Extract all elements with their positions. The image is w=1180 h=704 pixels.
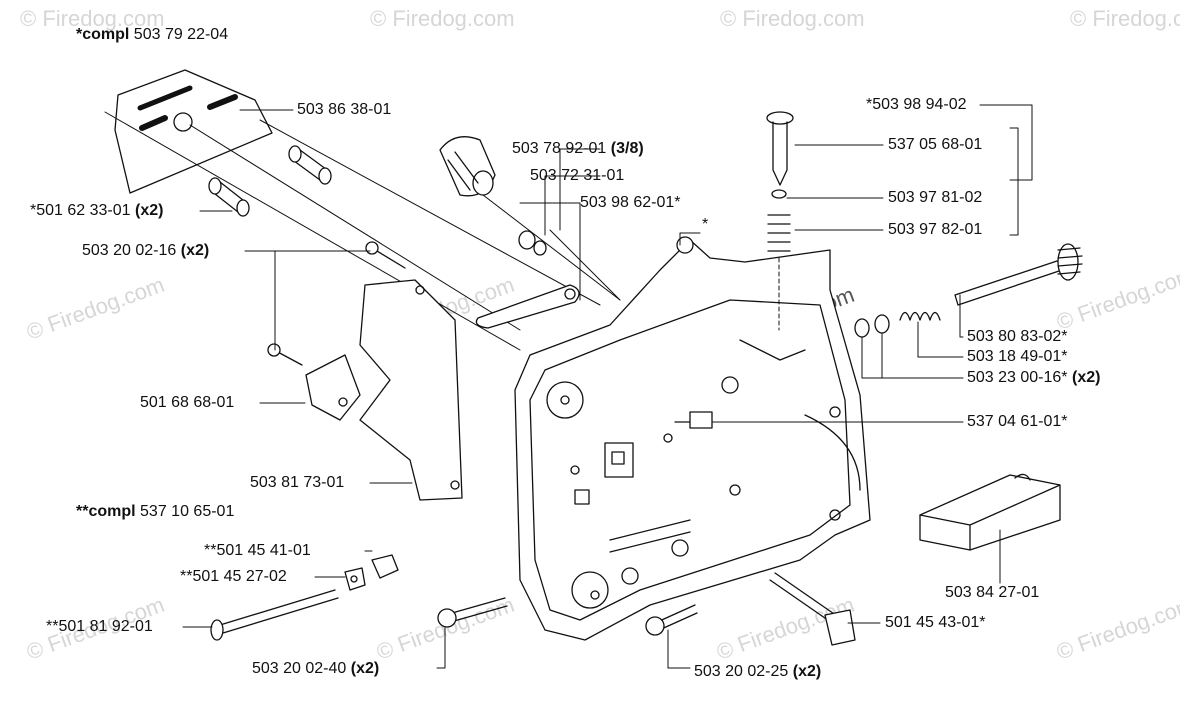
- connector-pin: [674, 411, 713, 429]
- adjusting-screw: [210, 589, 339, 641]
- watermark: © Firedog.com: [370, 6, 515, 31]
- watermark: © Firedog.com: [1053, 592, 1180, 665]
- part-label-p11: 503 72 31-01: [530, 167, 625, 184]
- part-label-p5: 503 81 73-01: [250, 474, 345, 491]
- leader-lines: [182, 104, 1033, 669]
- assembly-header: *compl 503 79 22-04: [76, 26, 228, 44]
- sub-assembly-header: **compl 537 10 65-01: [76, 503, 234, 521]
- watermark: © Firedog.com: [1070, 6, 1180, 31]
- sub-assembly-number: 537 10 65-01: [140, 503, 235, 520]
- watermark: © Firedog.com: [23, 272, 167, 345]
- part-label-p19: 503 23 00-16* (x2): [967, 369, 1101, 386]
- bar-guide-plate: [114, 69, 273, 194]
- part-label-p7: **501 45 27-02: [180, 568, 287, 585]
- part-label-p22: 501 45 43-01*: [885, 614, 986, 631]
- part-label-p18: 503 18 49-01*: [967, 348, 1068, 365]
- small-bushing: [518, 230, 547, 256]
- star-marker: *: [702, 216, 709, 233]
- part-label-p20: 537 04 61-01*: [967, 413, 1068, 430]
- screw: [267, 343, 303, 366]
- clutch-cover-housing: [514, 236, 871, 641]
- part-label-p23: 503 20 02-25 (x2): [694, 663, 822, 680]
- spring: [899, 311, 941, 321]
- chain-lubrication-plug: [439, 136, 496, 197]
- screw: [437, 597, 508, 628]
- part-label-p1: 503 86 38-01: [297, 101, 392, 118]
- watermark: © Firedog.com: [20, 6, 165, 31]
- adjuster-shaft: [954, 243, 1083, 306]
- square-nut: [344, 567, 366, 591]
- part-label-p17: 503 80 83-02*: [967, 328, 1068, 345]
- assembly-number: 503 79 22-04: [133, 26, 229, 43]
- screw: [645, 604, 698, 636]
- washer: [854, 314, 890, 338]
- part-label-p4: 501 68 68-01: [140, 394, 235, 411]
- part-label-p8: **501 81 92-01: [46, 618, 153, 635]
- tensioner-screw: [766, 111, 794, 331]
- part-label-p16: 503 97 82-01: [888, 221, 983, 238]
- part-label-p2: *501 62 33-01 (x2): [30, 202, 164, 219]
- gasket-plate: [359, 279, 463, 501]
- part-label-p3: 503 20 02-16 (x2): [82, 242, 210, 259]
- nut: [371, 554, 399, 579]
- part-label-p14: 537 05 68-01: [888, 136, 983, 153]
- part-label-p13: *503 98 94-02: [866, 96, 967, 113]
- part-label-p12: 503 98 62-01*: [580, 194, 681, 211]
- bolt-501-45-43-01: [769, 572, 856, 646]
- sleeve: [288, 145, 332, 185]
- sleeve: [208, 177, 250, 217]
- part-label-p21: 503 84 27-01: [945, 584, 1040, 601]
- clamp-bracket: [305, 354, 361, 421]
- alignment-lines: [104, 111, 621, 601]
- part-label-p10: 503 78 92-01 (3/8): [512, 140, 644, 157]
- sub-assembly-prefix: **compl: [76, 503, 136, 520]
- assembly-prefix: *compl: [76, 26, 130, 43]
- part-label-p9: 503 20 02-40 (x2): [252, 660, 380, 677]
- chain-catcher-block: [919, 473, 1061, 551]
- watermark: © Firedog.com: [720, 6, 865, 31]
- part-label-p15: 503 97 81-02: [888, 189, 983, 206]
- chain-tensioner-link: [475, 284, 580, 329]
- part-label-p6: **501 45 41-01: [204, 542, 311, 559]
